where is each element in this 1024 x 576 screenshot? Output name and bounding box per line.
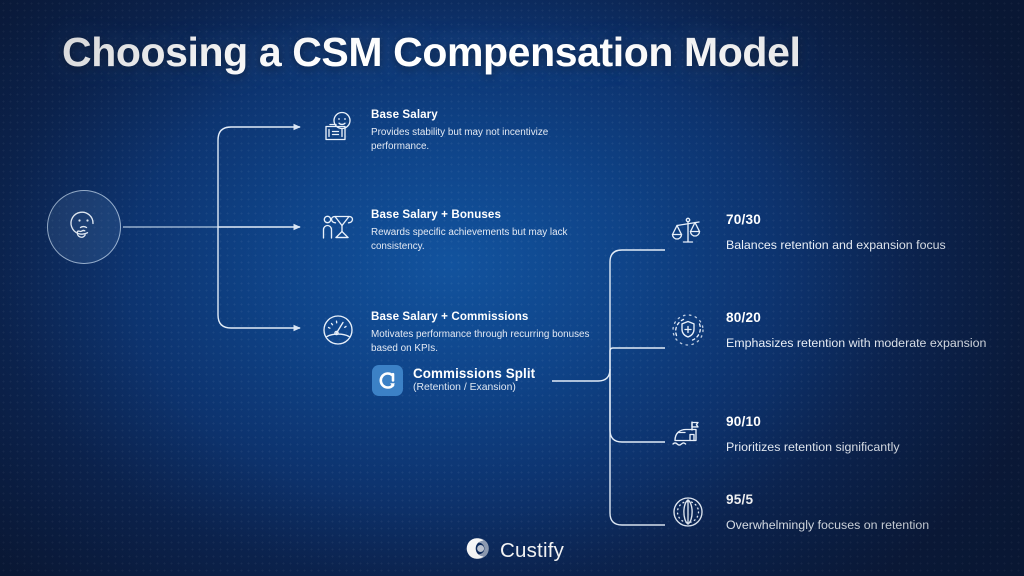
shield-plus-icon bbox=[668, 310, 708, 350]
model-description: Motivates performance through recurring … bbox=[371, 328, 590, 354]
split-description: Overwhelmingly focuses on retention bbox=[726, 518, 930, 533]
split-ratio: 80/20 bbox=[726, 310, 762, 325]
model-item-base-salary: Base Salary Provides stability but may n… bbox=[318, 108, 591, 153]
root-node bbox=[47, 190, 121, 264]
salary-smiley-money-icon bbox=[318, 108, 358, 148]
split-ratio: 95/5 bbox=[726, 492, 754, 507]
custify-logo-icon bbox=[466, 536, 491, 566]
model-item-base-salary-commissions: Base Salary + Commissions Motivates perf… bbox=[318, 310, 591, 355]
split-option-90-10: 90/10 Prioritizes retention significantl… bbox=[668, 414, 998, 457]
model-description: Provides stability but may not incentivi… bbox=[371, 126, 549, 152]
balance-scales-icon bbox=[668, 212, 708, 252]
model-title: Base Salary + Commissions bbox=[371, 310, 529, 323]
split-subtitle: (Retention / Exansion) bbox=[413, 382, 516, 394]
brand-name: Custify bbox=[500, 539, 565, 562]
split-title: Commissions Split bbox=[413, 366, 536, 382]
split-option-80-20: 80/20 Emphasizes retention with moderate… bbox=[668, 310, 998, 353]
fortress-flag-icon bbox=[668, 414, 708, 454]
split-ratio: 90/10 bbox=[726, 414, 762, 429]
vault-circle-icon bbox=[668, 492, 708, 532]
speedometer-gauge-icon bbox=[318, 310, 358, 350]
footer-brand: Custify bbox=[466, 536, 564, 566]
commissions-split-node: Commissions Split (Retention / Exansion) bbox=[372, 365, 535, 396]
split-description: Emphasizes retention with moderate expan… bbox=[726, 336, 987, 351]
page-title: Choosing a CSM Compensation Model bbox=[62, 29, 801, 75]
model-item-base-salary-bonuses: Base Salary + Bonuses Rewards specific a… bbox=[318, 208, 591, 253]
split-description: Prioritizes retention significantly bbox=[726, 440, 900, 455]
person-trophy-icon bbox=[318, 208, 358, 248]
split-description: Balances retention and expansion focus bbox=[726, 238, 946, 253]
split-option-70-30: 70/30 Balances retention and expansion f… bbox=[668, 212, 998, 255]
custify-c-arrow-icon bbox=[372, 365, 403, 396]
split-option-95-5: 95/5 Overwhelmingly focuses on retention bbox=[668, 492, 998, 535]
model-title: Base Salary + Bonuses bbox=[371, 208, 502, 221]
split-ratio: 70/30 bbox=[726, 212, 762, 227]
model-description: Rewards specific achievements but may la… bbox=[371, 226, 568, 252]
model-title: Base Salary bbox=[371, 108, 438, 121]
thinking-face-icon bbox=[64, 205, 104, 250]
